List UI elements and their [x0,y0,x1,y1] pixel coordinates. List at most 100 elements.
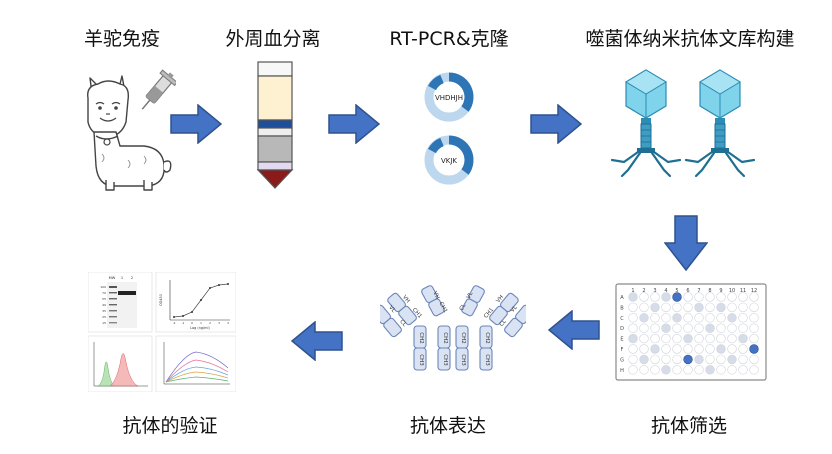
blot-marker: 15 [102,321,106,325]
plate-well [661,292,671,302]
plate-column-label: 12 [751,288,757,294]
plate-well [683,313,693,323]
plasmid-heavy-icon: VHDHJH [424,72,474,122]
domain-ch2-label: CH2 [484,332,490,343]
plate-well [650,302,660,313]
plate-well [650,344,660,354]
plate-well [639,344,649,354]
flow-histogram-figure [88,335,153,392]
plate-well [639,323,649,333]
plate-well [661,302,671,313]
plate-well [661,344,671,354]
plate-well [683,323,693,333]
domain-ch2-label: CH2 [460,332,466,343]
blot-marker: 55 [102,297,106,301]
plate-row-label: A [620,295,624,301]
domain-ch3-label: CH3 [418,354,424,366]
elisa-xtick: 1 [200,321,202,325]
plate-well [683,354,693,365]
step-label-immunize: 羊驼免疫 [83,28,161,50]
plate-well [705,365,715,375]
plasmid-light-label: VKJK [441,157,457,165]
plate-well [705,344,715,354]
plate-well [749,354,759,365]
plate-column-label: 11 [740,288,746,294]
plate-well [716,313,726,323]
plate-well [749,333,759,344]
plate-well [672,333,682,344]
plate-well [650,333,660,344]
plate-well [705,323,715,333]
elisa-xtick: 4 [227,321,229,325]
plasmid-light-icon: VKJK [424,135,474,185]
plate-well [738,292,748,302]
plate-well [716,354,726,365]
plate-well [661,323,671,333]
plate-well [672,313,682,323]
plate-well [716,344,726,354]
blot-lane-label: 2 [131,276,133,280]
plate-well [727,365,737,375]
elisa-xtick: 3 [218,321,220,325]
plate-column-label: 9 [719,288,722,294]
domain-ch1-label: CH1 [438,301,449,314]
elisa-xlabel: Log (ng/ml) [190,326,210,330]
plate-row-label: D [620,326,624,332]
step-label-screening: 抗体筛选 [650,415,728,437]
plate-column-label: 7 [697,288,700,294]
blot-marker: 25 [102,315,106,319]
arrow-left-icon [548,310,600,350]
plate-well [672,323,682,333]
elisa-xtick: 2 [209,321,211,325]
domain-ch3-label: CH3 [442,354,448,366]
blot-lane-label: MW [109,276,116,280]
plate-well [716,333,726,344]
domain-vh-label: VH [401,294,411,304]
plate-well [727,344,737,354]
plate-row-label: G [620,357,624,363]
domain-vl-label: VL [510,304,520,314]
plate-well [727,354,737,365]
plate-well [628,292,638,302]
plate-well [694,313,704,323]
plate-well [705,292,715,302]
blot-marker: 35 [102,309,106,313]
plate-well [738,333,748,344]
elisa-xtick: 0 [191,321,193,325]
plate-well [716,365,726,375]
plate-well [738,302,748,313]
plate-row-label: H [620,368,624,374]
step-label-pbmc: 外周血分离 [225,28,321,50]
step-label-rtpcr: RT-PCR&克隆 [389,28,509,50]
phage-icon [610,69,682,178]
arrow-right-icon [328,104,380,144]
plate-well [705,333,715,344]
domain-vl-label: VL [387,305,397,315]
plate-well [661,333,671,344]
plate-well [650,323,660,333]
blot-marker: 100 [100,285,106,289]
plate-column-label: 8 [708,288,711,294]
plate-well [749,344,759,354]
plate-well [694,302,704,313]
western-blot-figure: MW 1 2 100 70 55 40 35 25 15 [88,272,153,333]
blot-marker: 70 [102,291,106,295]
plate-well [694,323,704,333]
plate-well [727,333,737,344]
plate-row-label: C [620,316,624,322]
plate-well [639,292,649,302]
step-label-library: 噬菌体纳米抗体文库构建 [585,28,795,50]
plate-column-label: 6 [686,288,689,294]
domain-ch1-label: CH1 [483,307,495,320]
domain-cl-label: CL [398,319,408,329]
domain-ch2-label: CH2 [442,332,448,343]
domain-vh-label: VH [495,294,505,304]
plate-row-label: E [620,337,623,343]
plate-well [628,333,638,344]
plate-well [628,354,638,365]
elisa-xtick: -1 [182,321,185,325]
plate-well [628,313,638,323]
validation-panel: MW 1 2 100 70 55 40 35 25 15 [88,272,236,392]
plate-well [727,313,737,323]
